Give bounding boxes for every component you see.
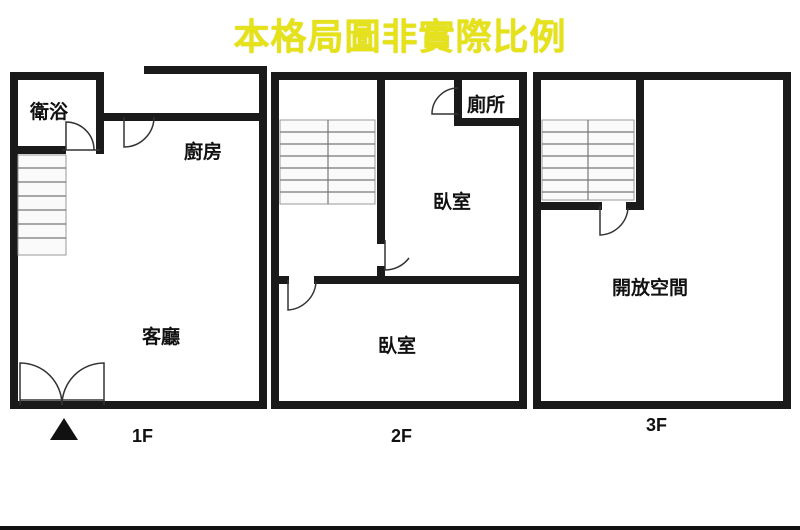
bottom-border xyxy=(0,526,800,530)
f2-bedroom-lower-door xyxy=(287,280,317,311)
disclaimer-title: 本格局圖非實際比例 xyxy=(233,17,567,58)
f2-outer-wall xyxy=(271,72,527,409)
label-floor-3f: 3F xyxy=(646,415,667,435)
label-living-room: 客廳 xyxy=(142,325,180,348)
f1-bath-door xyxy=(65,121,95,151)
f3-stairs xyxy=(541,119,635,201)
triangle-up-icon xyxy=(50,418,78,440)
f3-outer-wall xyxy=(533,72,791,409)
label-floor-2f: 2F xyxy=(391,426,412,446)
label-floor-1f: 1F xyxy=(132,426,153,446)
f2-bedroom-upper-door xyxy=(384,240,410,271)
f2-stairs xyxy=(279,119,376,205)
label-bedroom-lower: 臥室 xyxy=(378,334,416,357)
label-bathroom: 衛浴 xyxy=(29,100,69,123)
label-toilet: 廁所 xyxy=(467,93,505,116)
floor-2f: 廁所 臥室 臥室 2F xyxy=(271,72,527,446)
floor-3f: 開放空間 3F xyxy=(533,72,791,435)
f1-kitchen-door xyxy=(123,116,155,148)
label-bedroom-upper: 臥室 xyxy=(433,190,471,213)
f1-kitchen-upper-wall xyxy=(144,66,267,121)
f3-stair-door xyxy=(599,206,629,236)
f1-entrance-door xyxy=(19,362,105,406)
label-kitchen: 廚房 xyxy=(184,140,222,163)
f1-stairs xyxy=(17,154,67,256)
f2-toilet-door xyxy=(431,87,459,115)
label-open-space: 開放空間 xyxy=(612,276,688,299)
floor-1f: 衛浴 廚房 客廳 1F xyxy=(10,66,267,446)
